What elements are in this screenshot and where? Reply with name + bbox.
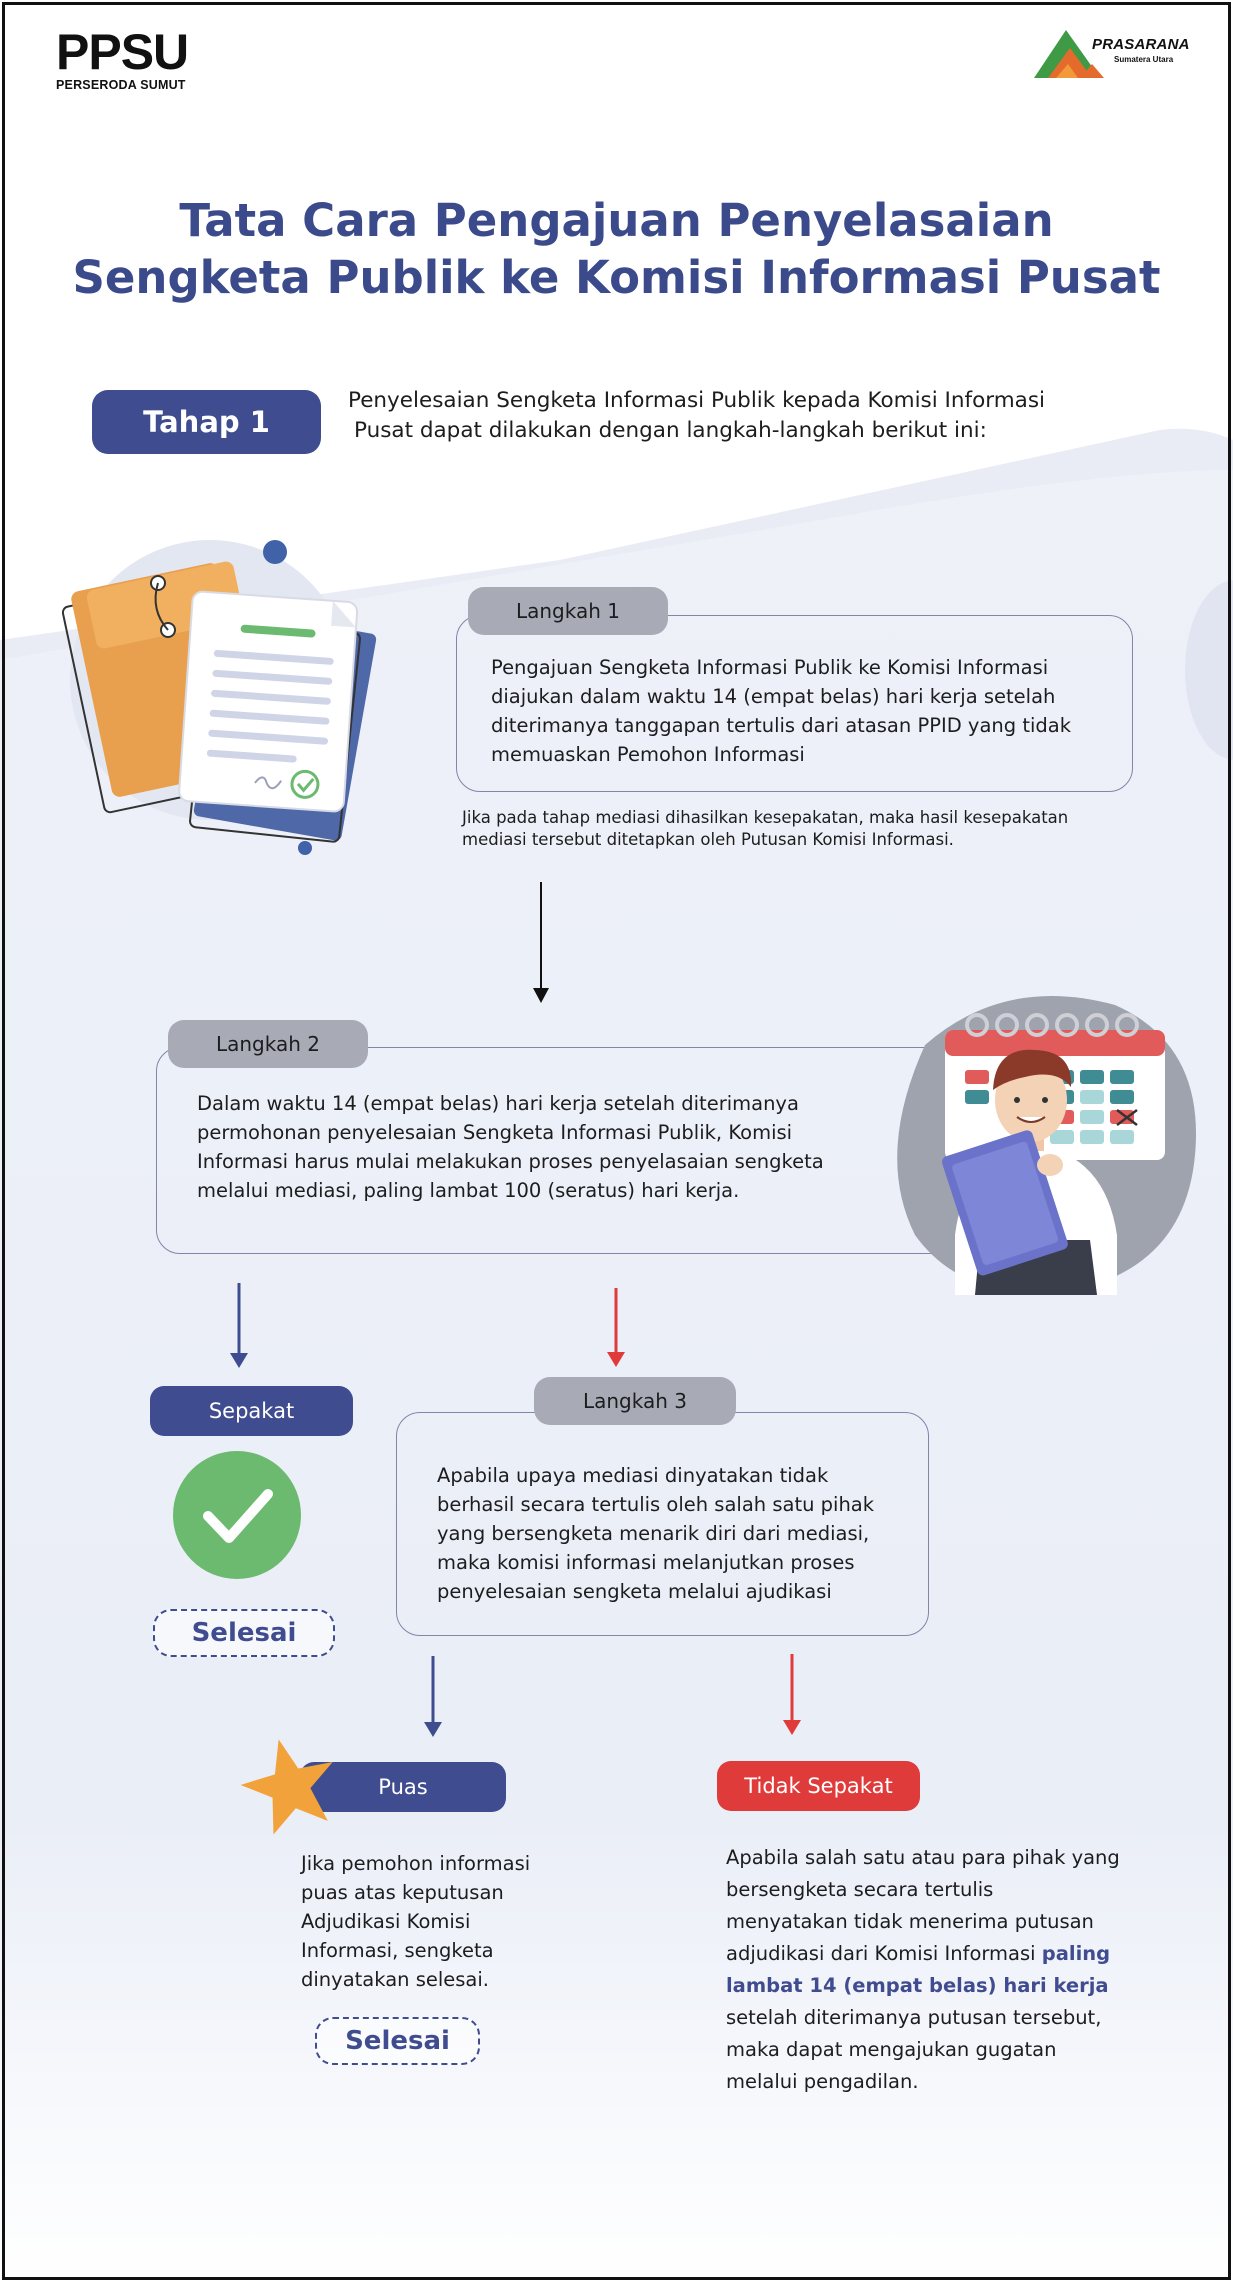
tidak-sepakat-highlight: lambat 14 (empat belas) hari kerja [726, 1974, 1109, 1997]
langkah1-line: memuaskan Pemohon Informasi [491, 743, 805, 766]
puas-selesai: Selesai [315, 2017, 480, 2065]
arrow-down-icon [230, 1283, 248, 1368]
puas-text: Jika pemohon informasi puas atas keputus… [301, 1849, 561, 1994]
ppsu-logo-name: PPSU [56, 24, 189, 80]
langkah1-note-line: Jika pada tahap mediasi dihasilkan kesep… [462, 808, 1069, 827]
page-title-line1: Tata Cara Pengajuan Penyelasaian [179, 194, 1054, 247]
sepakat-label: Sepakat [150, 1386, 353, 1436]
puas-line: Informasi, sengketa [301, 1939, 494, 1962]
tidak-sepakat-text: Apabila salah satu atau para pihak yang … [726, 1842, 1196, 2098]
langkah3-line: penyelesaian sengketa melalui ajudikasi [437, 1580, 832, 1603]
tidak-sepakat-highlight: paling [1041, 1942, 1111, 1965]
tidak-sepakat-line: menyatakan tidak menerima putusan [726, 1910, 1094, 1933]
langkah2-line: permohonan penyelesaian Sengketa Informa… [197, 1121, 793, 1144]
ppsu-logo-sub: PERSERODA SUMUT [56, 78, 186, 92]
tidak-sepakat-line: melalui pengadilan. [726, 2070, 919, 2093]
langkah3-line: maka komisi informasi melanjutkan proses [437, 1551, 855, 1574]
langkah2-text: Dalam waktu 14 (empat belas) hari kerja … [197, 1089, 897, 1205]
langkah1-note: Jika pada tahap mediasi dihasilkan kesep… [462, 807, 1102, 851]
langkah3-text: Apabila upaya mediasi dinyatakan tidak b… [437, 1461, 917, 1606]
prasarana-logo-sub: Sumatera Utara [1114, 55, 1174, 64]
arrow-down-icon [607, 1288, 625, 1367]
langkah3-line: Apabila upaya mediasi dinyatakan tidak [437, 1464, 829, 1487]
tidak-sepakat-line: bersengketa secara tertulis [726, 1878, 994, 1901]
langkah1-line: diajukan dalam waktu 14 (empat belas) ha… [491, 685, 1056, 708]
langkah1-box [456, 615, 1133, 792]
langkah3-line: berhasil secara tertulis oleh salah satu… [437, 1493, 875, 1516]
tahap-badge: Tahap 1 [92, 390, 321, 454]
langkah1-text: Pengajuan Sengketa Informasi Publik ke K… [491, 653, 1121, 769]
tidak-sepakat-line4-prefix: adjudikasi dari Komisi Informasi [726, 1942, 1042, 1965]
puas-line: puas atas keputusan [301, 1881, 504, 1904]
check-circle-icon [173, 1451, 301, 1579]
document-folder-illustration [61, 540, 377, 855]
langkah2-line: Dalam waktu 14 (empat belas) hari kerja … [197, 1092, 799, 1115]
langkah1-line: diterimanya tanggapan tertulis dari atas… [491, 714, 1072, 737]
star-icon [240, 1739, 333, 1835]
langkah1-note-line: mediasi tersebut ditetapkan oleh Putusan… [462, 830, 954, 849]
tidak-sepakat-label: Tidak Sepakat [717, 1761, 920, 1811]
puas-line: Jika pemohon informasi [301, 1852, 531, 1875]
tidak-sepakat-line: Apabila salah satu atau para pihak yang [726, 1846, 1120, 1869]
businessman-calendar-illustration [897, 996, 1196, 1295]
langkah3-line: yang bersengketa menarik diri dari media… [437, 1522, 870, 1545]
arrow-down-icon [424, 1656, 442, 1737]
prasarana-logo-name: PRASARANA [1092, 36, 1190, 53]
ppsu-logo: PPSU PERSERODA SUMUT [56, 24, 206, 92]
puas-line: dinyatakan selesai. [301, 1968, 489, 1991]
arrow-down-icon [533, 882, 549, 1003]
puas-line: Adjudikasi Komisi [301, 1910, 471, 1933]
page-title-line2: Sengketa Publik ke Komisi Informasi Pusa… [72, 251, 1161, 304]
sepakat-selesai: Selesai [153, 1609, 335, 1657]
tahap-intro: Penyelesaian Sengketa Informasi Publik k… [348, 386, 1128, 446]
prasarana-logo: PRASARANA Sumatera Utara [1030, 26, 1190, 82]
tidak-sepakat-line: adjudikasi dari Komisi Informasi paling [726, 1938, 1196, 1970]
langkah2-line: melalui mediasi, paling lambat 100 (sera… [197, 1179, 740, 1202]
mountain-logo-icon [1034, 30, 1104, 78]
page-title: Tata Cara Pengajuan Penyelasaian Sengket… [40, 192, 1193, 306]
tidak-sepakat-line: setelah diterimanya putusan tersebut, [726, 2006, 1102, 2029]
langkah3-tab: Langkah 3 [534, 1377, 736, 1425]
tahap-intro-line1: Penyelesaian Sengketa Informasi Publik k… [348, 388, 1046, 413]
langkah1-line: Pengajuan Sengketa Informasi Publik ke K… [491, 656, 1049, 679]
puas-label: Puas [300, 1762, 506, 1812]
tidak-sepakat-line: maka dapat mengajukan gugatan [726, 2038, 1057, 2061]
langkah1-tab: Langkah 1 [468, 587, 668, 635]
tahap-intro-line2: Pusat dapat dilakukan dengan langkah-lan… [354, 418, 987, 443]
arrow-down-icon [783, 1654, 801, 1735]
langkah2-tab: Langkah 2 [168, 1020, 368, 1068]
langkah2-line: Informasi harus mulai melakukan proses p… [197, 1150, 824, 1173]
